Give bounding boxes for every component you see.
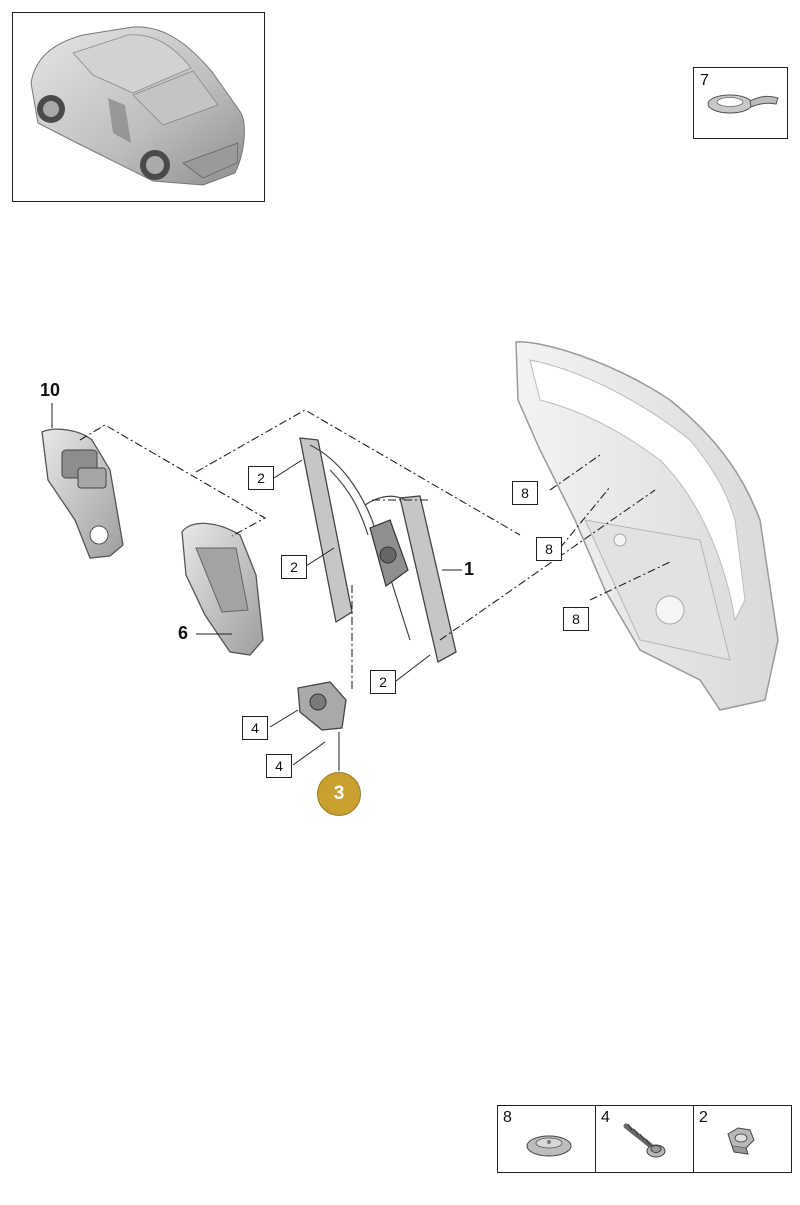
legend-number-8: 8 (503, 1109, 512, 1126)
legend-cell-4[interactable]: 4 (596, 1106, 694, 1172)
tape-seal-icon (707, 94, 779, 114)
legend-number-4: 4 (601, 1109, 610, 1126)
part-7-inset: 7 (693, 67, 788, 139)
callout-leaders (51, 403, 462, 771)
hex-nut-icon (727, 1127, 755, 1155)
part-3-window-motor (297, 681, 347, 731)
label-part-10: 10 (40, 380, 61, 400)
callout-box-2-middle[interactable]: 2 (281, 555, 307, 579)
callout-box-4-bottom[interactable]: 4 (266, 754, 292, 778)
label-part-6: 6 (178, 623, 189, 643)
highlighted-door-area (108, 98, 131, 143)
legend-cell-8[interactable]: 8 (498, 1106, 596, 1172)
legend-number-2: 2 (699, 1109, 708, 1126)
part-10-door-module-panel (41, 428, 124, 559)
label-part-3-highlighted[interactable]: 3 (317, 772, 361, 816)
screw-icon (623, 1123, 666, 1158)
part-1-window-regulator (299, 437, 457, 663)
part-7-number: 7 (700, 72, 709, 89)
part-6-trim-panel (181, 522, 264, 656)
door-shell (515, 341, 779, 711)
legend-cell-2[interactable]: 2 (694, 1106, 791, 1172)
plug-grommet-icon (526, 1135, 572, 1157)
callout-box-8-middle[interactable]: 8 (536, 537, 562, 561)
label-part-1: 1 (464, 559, 475, 579)
callout-box-2-bottom[interactable]: 2 (370, 670, 396, 694)
vehicle-overview-box (12, 12, 265, 202)
vehicle-illustration (30, 26, 245, 186)
small-parts-legend: 8 4 2 (497, 1105, 792, 1173)
callout-box-8-top[interactable]: 8 (512, 481, 538, 505)
callout-box-4-top[interactable]: 4 (242, 716, 268, 740)
leader-lines (79, 409, 671, 690)
callout-box-2-top[interactable]: 2 (248, 466, 274, 490)
callout-box-8-bottom[interactable]: 8 (563, 607, 589, 631)
